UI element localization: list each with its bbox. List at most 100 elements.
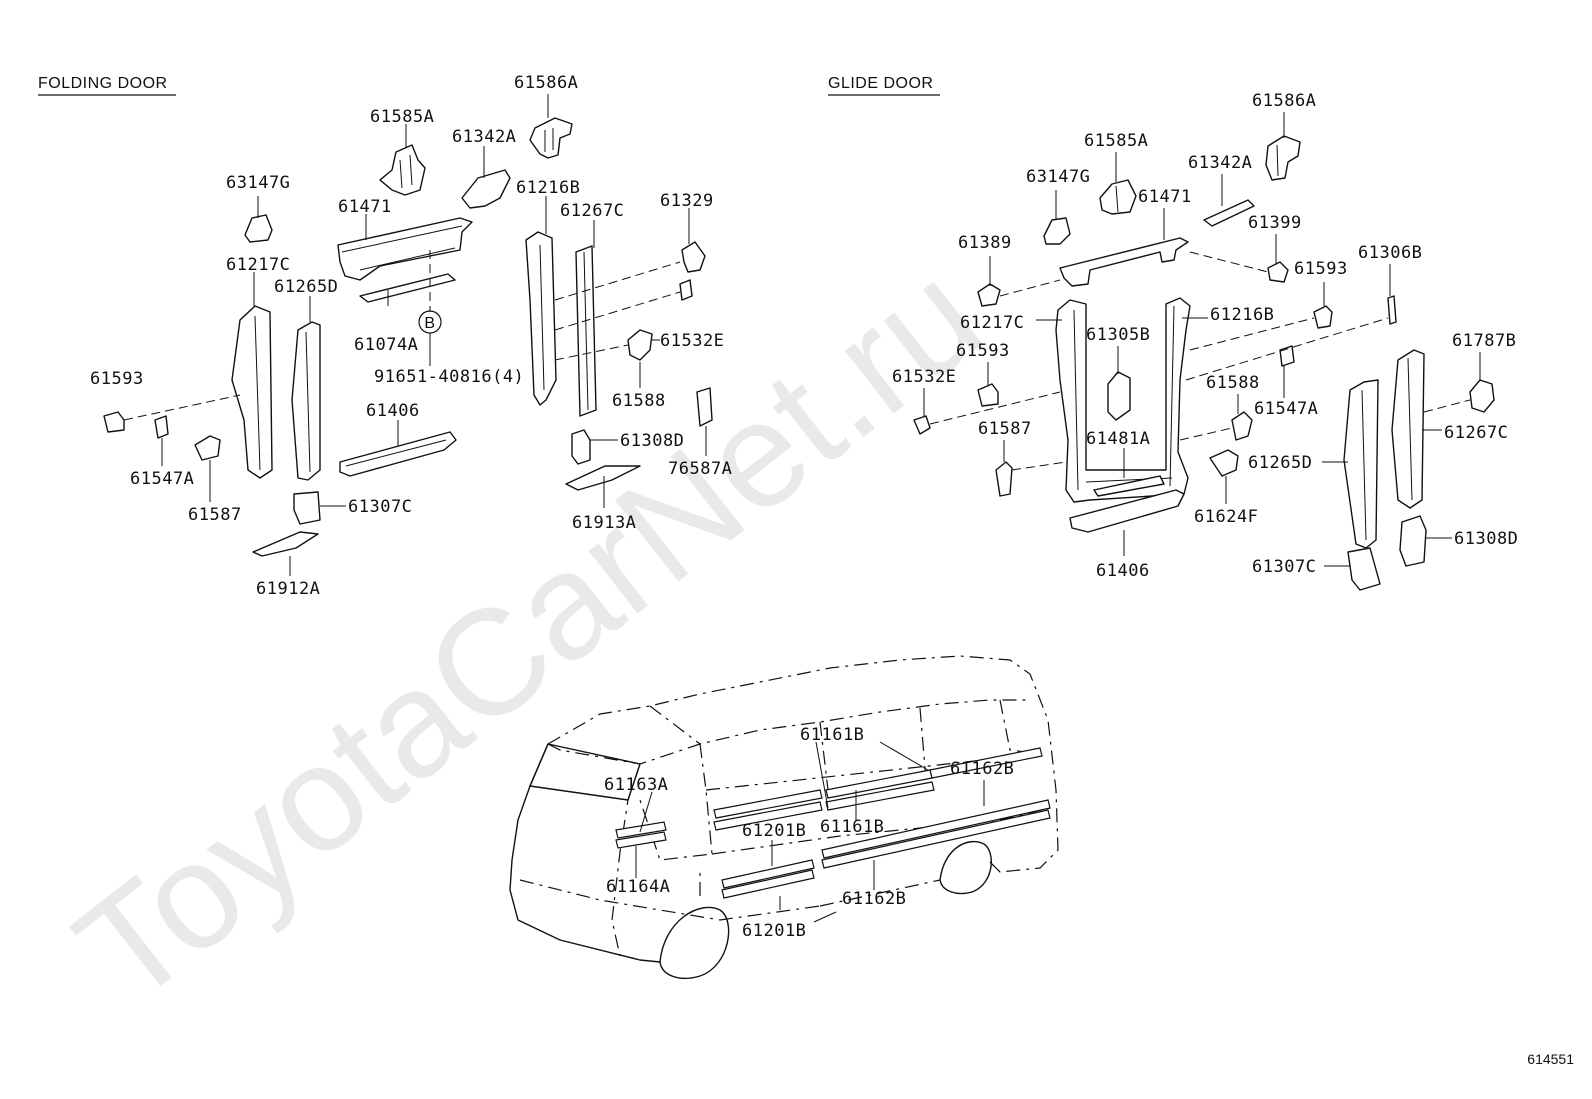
- part-61787B-shape[interactable]: [1469, 379, 1495, 413]
- label-61342A[interactable]: 61342A: [1188, 153, 1252, 173]
- label-61587[interactable]: 61587: [978, 419, 1032, 439]
- part-63147G-shape[interactable]: [1043, 217, 1071, 245]
- label-61267C[interactable]: 61267C: [1444, 423, 1508, 443]
- label-61307C[interactable]: 61307C: [1252, 557, 1316, 577]
- label-61912A[interactable]: 61912A: [256, 579, 320, 599]
- label-61342A[interactable]: 61342A: [452, 127, 516, 147]
- label-76587A[interactable]: 76587A: [668, 459, 732, 479]
- label-61329[interactable]: 61329: [660, 191, 714, 211]
- label-61406[interactable]: 61406: [366, 401, 420, 421]
- moulding-61162B-upper[interactable]: [929, 747, 1043, 779]
- part-61593-shape[interactable]: [977, 383, 999, 407]
- label-61163A[interactable]: 61163A: [604, 775, 668, 795]
- label-61585A[interactable]: 61585A: [1084, 131, 1148, 151]
- part-61265D-shape[interactable]: [291, 321, 321, 481]
- part-61532E-shape[interactable]: [913, 415, 931, 435]
- part-61074A-shape[interactable]: [359, 273, 456, 303]
- label-61787B[interactable]: 61787B: [1452, 331, 1516, 351]
- label-61216B[interactable]: 61216B: [1210, 305, 1274, 325]
- label-61588[interactable]: 61588: [612, 391, 666, 411]
- label-61406[interactable]: 61406: [1096, 561, 1150, 581]
- part-61267C-shape[interactable]: [1391, 349, 1425, 509]
- part-61588-shape[interactable]: [1231, 411, 1253, 441]
- part-61307C-shape[interactable]: [293, 491, 321, 525]
- part-61587-shape[interactable]: [995, 461, 1013, 497]
- part-61586A-shape[interactable]: [529, 117, 573, 159]
- part-61547A-shape[interactable]: [1279, 345, 1295, 367]
- part-61305B-shape[interactable]: [1107, 371, 1131, 421]
- moulding-61162B-body-lower[interactable]: [821, 809, 1051, 869]
- label-61586A[interactable]: 61586A: [514, 73, 578, 93]
- label-61913A[interactable]: 61913A: [572, 513, 636, 533]
- label-61265D[interactable]: 61265D: [274, 277, 338, 297]
- part-63147G-shape[interactable]: [244, 214, 273, 243]
- label-61162B-bot[interactable]: 61162B: [842, 889, 906, 909]
- moulding-61161B-front-lower[interactable]: [713, 801, 823, 831]
- part-61342A-shape[interactable]: [461, 169, 511, 209]
- part-61471-shape[interactable]: [337, 217, 473, 281]
- glide-door-frame-shape[interactable]: [1055, 297, 1191, 503]
- label-63147G[interactable]: 63147G: [1026, 167, 1090, 187]
- part-61588-shape[interactable]: [627, 329, 653, 361]
- label-61307C[interactable]: 61307C: [348, 497, 412, 517]
- part-61547A-shape[interactable]: [154, 415, 169, 439]
- part-61389-shape[interactable]: [977, 283, 1001, 307]
- label-61586A[interactable]: 61586A: [1252, 91, 1316, 111]
- label-61161B-top[interactable]: 61161B: [800, 725, 864, 745]
- part-61406-shape[interactable]: [1069, 489, 1185, 533]
- label-61593[interactable]: 61593: [1294, 259, 1348, 279]
- label-61624F[interactable]: 61624F: [1194, 507, 1258, 527]
- label-61399[interactable]: 61399: [1248, 213, 1302, 233]
- label-61217C[interactable]: 61217C: [226, 255, 290, 275]
- part-61306B-shape[interactable]: [1387, 295, 1397, 325]
- label-61217C[interactable]: 61217C: [960, 313, 1024, 333]
- part-61587-shape[interactable]: [194, 435, 221, 461]
- part-61593-shape[interactable]: [103, 411, 125, 433]
- label-63147G[interactable]: 63147G: [226, 173, 290, 193]
- label-61201B-top[interactable]: 61201B: [742, 821, 806, 841]
- part-61586A-shape[interactable]: [1265, 135, 1301, 181]
- part-61913A-shape[interactable]: [565, 465, 641, 491]
- label-61201B-bot[interactable]: 61201B: [742, 921, 806, 941]
- part-61624F-shape[interactable]: [1209, 449, 1239, 477]
- label-61588[interactable]: 61588: [1206, 373, 1260, 393]
- part-61585A-shape[interactable]: [379, 144, 426, 196]
- part-61216B-shape[interactable]: [525, 231, 557, 406]
- part-61593-shape[interactable]: [1313, 305, 1333, 329]
- part-61308D-shape[interactable]: [571, 429, 591, 465]
- moulding-61162B-body-upper[interactable]: [821, 799, 1051, 859]
- label-61164A[interactable]: 61164A: [606, 877, 670, 897]
- part-61308D-shape[interactable]: [1399, 515, 1427, 567]
- part-61307C-shape[interactable]: [1347, 547, 1381, 591]
- label-61265D[interactable]: 61265D: [1248, 453, 1312, 473]
- label-61532E[interactable]: 61532E: [660, 331, 724, 351]
- label-61161B-mid[interactable]: 61161B: [820, 817, 884, 837]
- label-61162B-top[interactable]: 61162B: [950, 759, 1014, 779]
- part-61342A-shape[interactable]: [1203, 199, 1255, 227]
- part-61406-shape[interactable]: [339, 431, 457, 477]
- label-91651-40816[interactable]: 91651-40816(4): [374, 367, 524, 387]
- part-61399-shape[interactable]: [1267, 261, 1289, 283]
- label-61308D[interactable]: 61308D: [1454, 529, 1518, 549]
- part-61265D-shape[interactable]: [1343, 379, 1379, 549]
- moulding-61201B-lower[interactable]: [721, 869, 815, 899]
- moulding-61161B-rear-lower[interactable]: [825, 781, 935, 811]
- label-61267C[interactable]: 61267C: [560, 201, 624, 221]
- label-61587[interactable]: 61587: [188, 505, 242, 525]
- label-61305B[interactable]: 61305B: [1086, 325, 1150, 345]
- part-61329-shape[interactable]: [681, 241, 706, 273]
- part-61585A-shape[interactable]: [1099, 179, 1137, 215]
- label-61593-left[interactable]: 61593: [956, 341, 1010, 361]
- label-61593[interactable]: 61593: [90, 369, 144, 389]
- label-61389[interactable]: 61389: [958, 233, 1012, 253]
- moulding-61164A[interactable]: [615, 831, 667, 849]
- label-61585A[interactable]: 61585A: [370, 107, 434, 127]
- label-61481A[interactable]: 61481A: [1086, 429, 1150, 449]
- label-61308D[interactable]: 61308D: [620, 431, 684, 451]
- label-61306B[interactable]: 61306B: [1358, 243, 1422, 263]
- label-61216B[interactable]: 61216B: [516, 178, 580, 198]
- moulding-61161B-front-upper[interactable]: [713, 789, 823, 819]
- label-61471[interactable]: 61471: [1138, 187, 1192, 207]
- label-61074A[interactable]: 61074A: [354, 335, 418, 355]
- part-61471-shape[interactable]: [1059, 237, 1189, 287]
